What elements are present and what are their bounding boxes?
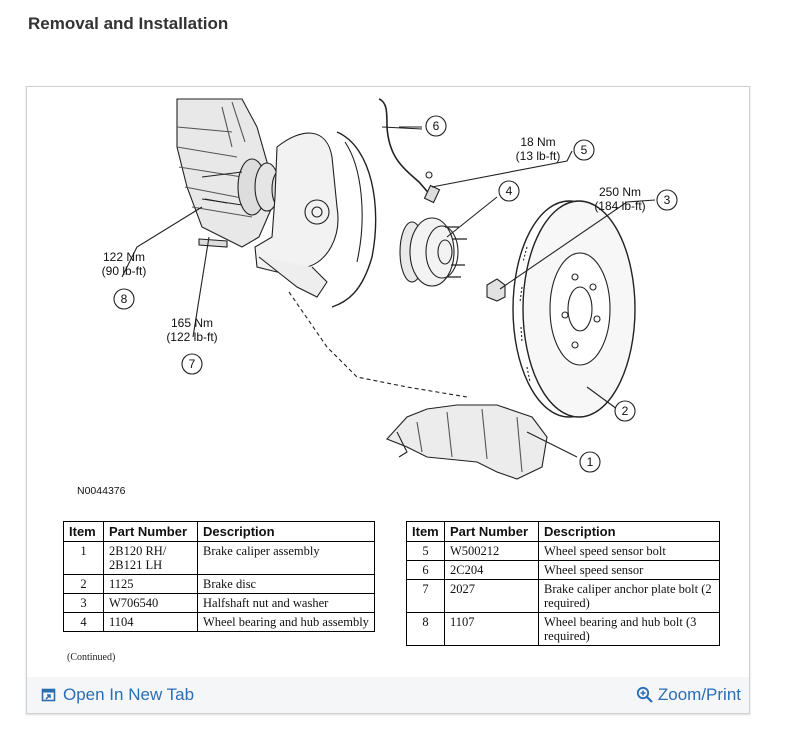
open-external-icon bbox=[41, 688, 56, 702]
open-in-new-tab-link[interactable]: Open In New Tab bbox=[41, 685, 194, 705]
table-row: 7 2027 Brake caliper anchor plate bolt (… bbox=[406, 579, 720, 613]
callout-5-number: 5 bbox=[581, 143, 588, 157]
brake-diagram[interactable]: 122 Nm(90 lb-ft) 165 Nm(122 lb-ft) 18 Nm… bbox=[27, 87, 749, 677]
zoom-print-label: Zoom/Print bbox=[657, 685, 741, 704]
figure-card: 122 Nm(90 lb-ft) 165 Nm(122 lb-ft) 18 Nm… bbox=[26, 86, 750, 714]
callout-8-torque: 122 Nm(90 lb-ft) bbox=[101, 250, 147, 278]
figure-footer: Open In New Tab Zoom/Print bbox=[27, 677, 749, 713]
table-row: 1 2B120 RH/ 2B121 LH Brake caliper assem… bbox=[63, 541, 375, 575]
parts-table-left: Item Part Number Description 1 2B120 RH/… bbox=[63, 521, 375, 632]
brake-exploded-drawing bbox=[121, 98, 656, 480]
zoom-print-link[interactable]: Zoom/Print bbox=[636, 685, 741, 705]
table-row: 8 1107 Wheel bearing and hub bolt (3 req… bbox=[406, 612, 720, 646]
callout-8-number: 8 bbox=[121, 292, 128, 306]
col-header-description: Description bbox=[538, 521, 720, 542]
continued-note: (Continued) bbox=[67, 652, 116, 663]
callout-3-torque: 250 Nm(184 lb-ft) bbox=[594, 185, 646, 213]
col-header-description: Description bbox=[197, 521, 375, 542]
callout-7-number: 7 bbox=[189, 357, 196, 371]
table-row: 5 W500212 Wheel speed sensor bolt bbox=[406, 541, 720, 561]
callout-1-number: 1 bbox=[587, 455, 594, 469]
table-row: 6 2C204 Wheel speed sensor bbox=[406, 560, 720, 580]
page-title: Removal and Installation bbox=[28, 14, 229, 33]
col-header-item: Item bbox=[406, 521, 445, 542]
callout-circles: 1 2 3 4 5 6 7 8 bbox=[113, 115, 678, 473]
figure-code: N0044376 bbox=[77, 485, 126, 497]
col-header-part-number: Part Number bbox=[103, 521, 198, 542]
callout-4-number: 4 bbox=[506, 184, 513, 198]
table-row: 2 1125 Brake disc bbox=[63, 574, 375, 594]
callout-3-number: 3 bbox=[664, 193, 671, 207]
callout-2-number: 2 bbox=[622, 404, 629, 418]
parts-table-right: Item Part Number Description 5 W500212 W… bbox=[406, 521, 720, 646]
table-row: 4 1104 Wheel bearing and hub assembly bbox=[63, 612, 375, 632]
col-header-part-number: Part Number bbox=[444, 521, 539, 542]
open-in-new-tab-label: Open In New Tab bbox=[63, 685, 195, 704]
callout-6-number: 6 bbox=[433, 119, 440, 133]
callout-5-torque: 18 Nm(13 lb-ft) bbox=[515, 135, 561, 163]
col-header-item: Item bbox=[63, 521, 104, 542]
magnifier-plus-icon bbox=[636, 686, 653, 703]
table-row: 3 W706540 Halfshaft nut and washer bbox=[63, 593, 375, 613]
callout-7-torque: 165 Nm(122 lb-ft) bbox=[166, 316, 218, 344]
